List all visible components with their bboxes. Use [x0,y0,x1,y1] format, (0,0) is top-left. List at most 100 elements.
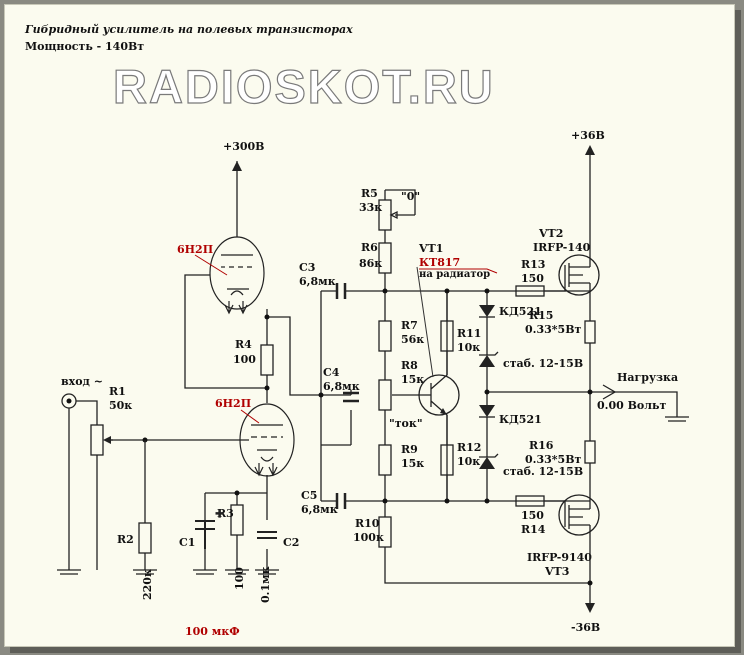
mosfet-vt2 [544,250,600,305]
r2-value: 220к [141,569,154,600]
r2-ref: R2 [117,533,134,546]
c4-value: 6,8мк [323,380,360,393]
c1-value-note: 100 мкФ [185,625,240,638]
zener-top-label: стаб. 12-15В [503,357,583,370]
capacitor-c4 [343,391,359,403]
r7-ref: R7 [401,319,418,332]
r16-ref: R16 [529,439,554,452]
resistor-r11 [440,320,454,352]
r3-value: 100 [233,567,246,590]
cathode-network [204,475,268,570]
tube-v1 [209,236,265,315]
load-label: Нагрузка [617,371,678,384]
resistor-r9 [378,444,392,476]
resistor-r15 [584,320,596,344]
vt2-type: IRFP-140 [533,241,591,254]
input-jack [61,393,98,570]
r10-value: 100к [353,531,384,544]
r15-value: 0.33*5Вт [525,323,581,336]
tube-v2-label: 6Н2П [215,397,251,410]
r12-ref: R12 [457,441,481,454]
zener-top [479,351,499,367]
resistor-r1 [90,424,104,456]
vt2-ref: VT2 [538,227,563,240]
power-rating: Мощность - 140Вт [25,40,144,53]
resistor-r3 [230,504,244,536]
vt1-ref: VT1 [418,242,443,255]
r13-ref: R13 [521,258,545,271]
r16-value: 0.33*5Вт [525,453,581,466]
rail-minus-label: -36В [571,621,600,634]
resistor-r10 [378,516,392,548]
r11-value: 10к [457,341,480,354]
resistor-r7 [378,320,392,352]
r13-value: 150 [521,272,544,285]
vt3-type: IRFP-9140 [527,551,592,564]
capacitor-c1: + [195,506,225,549]
r1-value: 50к [109,399,132,412]
schematic-frame: Гибридный усилитель на полевых транзисто… [4,4,735,647]
r5-value: 33к [359,201,382,214]
zener-bottom-label: стаб. 12-15В [503,465,583,478]
c5-value: 6,8мк [301,503,338,516]
resistor-r4 [260,344,274,376]
r4-value: 100 [233,353,256,366]
diode-kd521-top [479,305,495,318]
vt3-ref: VT3 [544,565,569,578]
c2-ref: C2 [283,536,299,549]
diode-column-wiring [486,291,590,501]
resistor-r2 [138,522,152,554]
r5-tag: "0" [401,190,420,203]
rail-plus-label: +36В [571,129,605,142]
r14-value: 150 [521,509,544,522]
mosfet-vt3 [544,487,600,550]
tube-wiring [184,274,321,403]
tube-v1-label: 6Н2П [177,243,213,256]
r4-ref: R4 [235,338,252,351]
resistor-r12 [440,444,454,476]
vt1-pointer [419,268,498,274]
svg-text:+: + [215,507,224,520]
r8-ref: R8 [401,359,418,372]
c5-ref: C5 [301,489,317,502]
load-arrow [602,384,617,400]
schematic-title: Гибридный усилитель на полевых транзисто… [24,23,353,36]
amplifier-schematic: Гибридный усилитель на полевых транзисто… [24,23,689,638]
capacitor-c3 [335,283,347,299]
bias-chain-wiring [384,189,590,584]
c1-ref: C1 [179,536,195,549]
zener-bottom [479,453,499,469]
r9-ref: R9 [401,443,418,456]
vt1-note: на радиатор [419,269,490,280]
load-ground [665,416,689,422]
diode-top-label: КД521 [499,305,542,318]
c3-ref: C3 [299,261,315,274]
r12-value: 10к [457,455,480,468]
r7-value: 56к [401,333,424,346]
ground-symbols [57,569,279,575]
rail-plus-arrow [585,145,595,155]
r9-value: 15к [401,457,424,470]
supply-300v [232,161,242,237]
r6-ref: R6 [361,241,378,254]
c4-ref: C4 [323,366,340,379]
supply-300v-label: +300В [223,140,264,153]
rail-minus-arrow [585,603,595,613]
input-label: вход ~ [61,375,103,388]
r10-ref: R10 [355,517,380,530]
c3-value: 6,8мк [299,275,336,288]
vt1-type: КТ817 [419,256,460,269]
transistor-vt1 [418,291,460,501]
resistor-r8 [378,379,392,411]
capacitor-c2 [257,531,277,539]
resistor-r16 [584,440,596,464]
r8-value: 15к [401,373,424,386]
r8-tag: "ток" [389,417,423,430]
diode-bottom-label: КД521 [499,413,542,426]
tube-v1-pointer [194,254,228,276]
resistor-r6 [378,242,392,274]
r14-ref: R14 [521,523,546,536]
r6-value: 86к [359,257,382,270]
r15-ref: R15 [529,309,553,322]
c2-value: 0.1мк [259,566,272,603]
